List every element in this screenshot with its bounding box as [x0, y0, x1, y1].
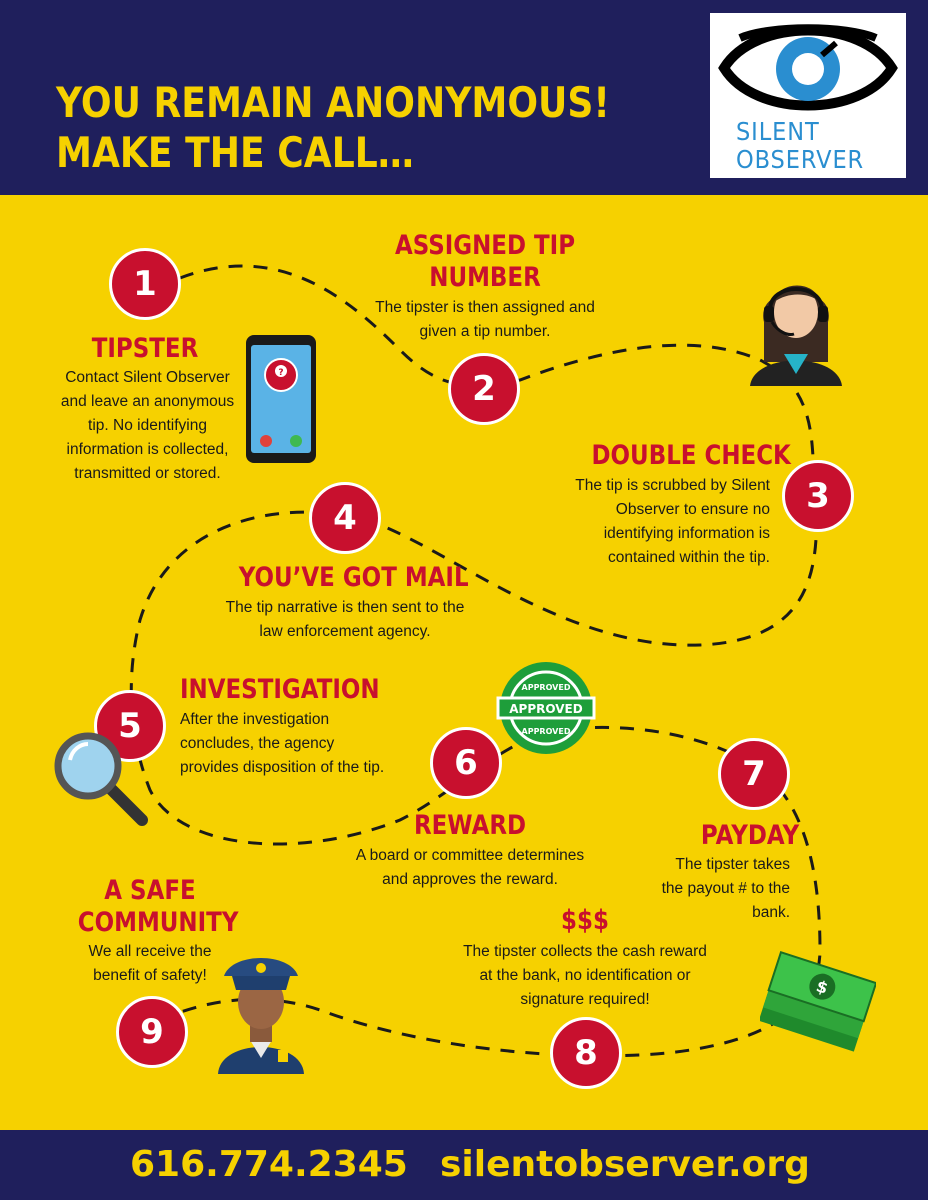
step-6-description: A board or committee determines and appr… — [355, 847, 585, 888]
step-4-badge: 4 — [309, 482, 381, 554]
step-3-badge: 3 — [782, 460, 854, 532]
step-8-title: $$$ — [561, 905, 609, 936]
step-5-title: INVESTIGATION — [180, 674, 380, 705]
step-7-badge: 7 — [718, 738, 790, 810]
step-2-title-line-2: NUMBER — [429, 262, 541, 293]
silent-observer-logo[interactable]: SILENT OBSERVER — [710, 13, 906, 178]
eye-logo-icon — [718, 24, 898, 111]
step-6-badge: 6 — [430, 727, 502, 799]
step-2-description: The tipster is then assigned and given a… — [375, 299, 595, 340]
phone-number-link[interactable]: 616.774.2345 — [130, 1144, 408, 1185]
step-3-description: The tip is scrubbed by Silent Observer t… — [575, 477, 770, 566]
step-8-badge: 8 — [550, 1017, 622, 1089]
step-1-description: Contact Silent Observer and leave an ano… — [60, 369, 235, 482]
step-9-description: We all receive the benefit of safety! — [88, 943, 212, 984]
step-2-badge: 2 — [448, 353, 520, 425]
approved-bottom-label: APPROVED — [522, 727, 571, 736]
step-1-badge: 1 — [109, 248, 181, 320]
step-1-title: TIPSTER — [91, 333, 199, 364]
logo-text-silent: SILENT — [736, 117, 820, 146]
approved-center-label: APPROVED — [509, 702, 582, 716]
logo-text-observer: OBSERVER — [736, 145, 865, 174]
header-banner: YOU REMAIN ANONYMOUS! MAKE THE CALL… SIL… — [0, 0, 928, 195]
approved-stamp-icon: APPROVED APPROVED APPROVED — [496, 662, 596, 754]
police-officer-icon — [218, 958, 304, 1074]
step-9-title-line-1: A SAFE — [104, 875, 196, 906]
magnifier-icon — [54, 732, 148, 826]
step-2-title-line-1: ASSIGNED TIP — [394, 230, 576, 261]
headline-line-1: YOU REMAIN ANONYMOUS! — [56, 78, 610, 127]
step-4-description: The tip narrative is then sent to the la… — [225, 599, 465, 640]
step-9-badge: 9 — [116, 996, 188, 1068]
step-5-description: After the investigation concludes, the a… — [180, 711, 385, 776]
step-3-title: DOUBLE CHECK — [591, 440, 791, 471]
svg-text:$: $ — [814, 976, 830, 998]
step-9-title-line-2: COMMUNITY — [77, 907, 239, 938]
step-7-description: The tipster takes the payout # to the ba… — [661, 856, 790, 921]
footer-banner: 616.774.2345 silentobserver.org — [0, 1130, 928, 1200]
svg-text:?: ? — [278, 368, 283, 378]
website-link[interactable]: silentobserver.org — [440, 1144, 810, 1185]
headline-line-2: MAKE THE CALL… — [56, 128, 414, 177]
money-icon: $ — [760, 950, 876, 1052]
phone-icon: ? — [246, 335, 316, 463]
headset-agent-icon — [750, 285, 842, 386]
step-6-title: REWARD — [413, 810, 527, 841]
step-8-description: The tipster collects the cash reward at … — [463, 943, 707, 1008]
approved-top-label: APPROVED — [522, 683, 571, 692]
step-7-title: PAYDAY — [700, 820, 800, 851]
step-4-title: YOU’VE GOT MAIL — [238, 562, 469, 593]
